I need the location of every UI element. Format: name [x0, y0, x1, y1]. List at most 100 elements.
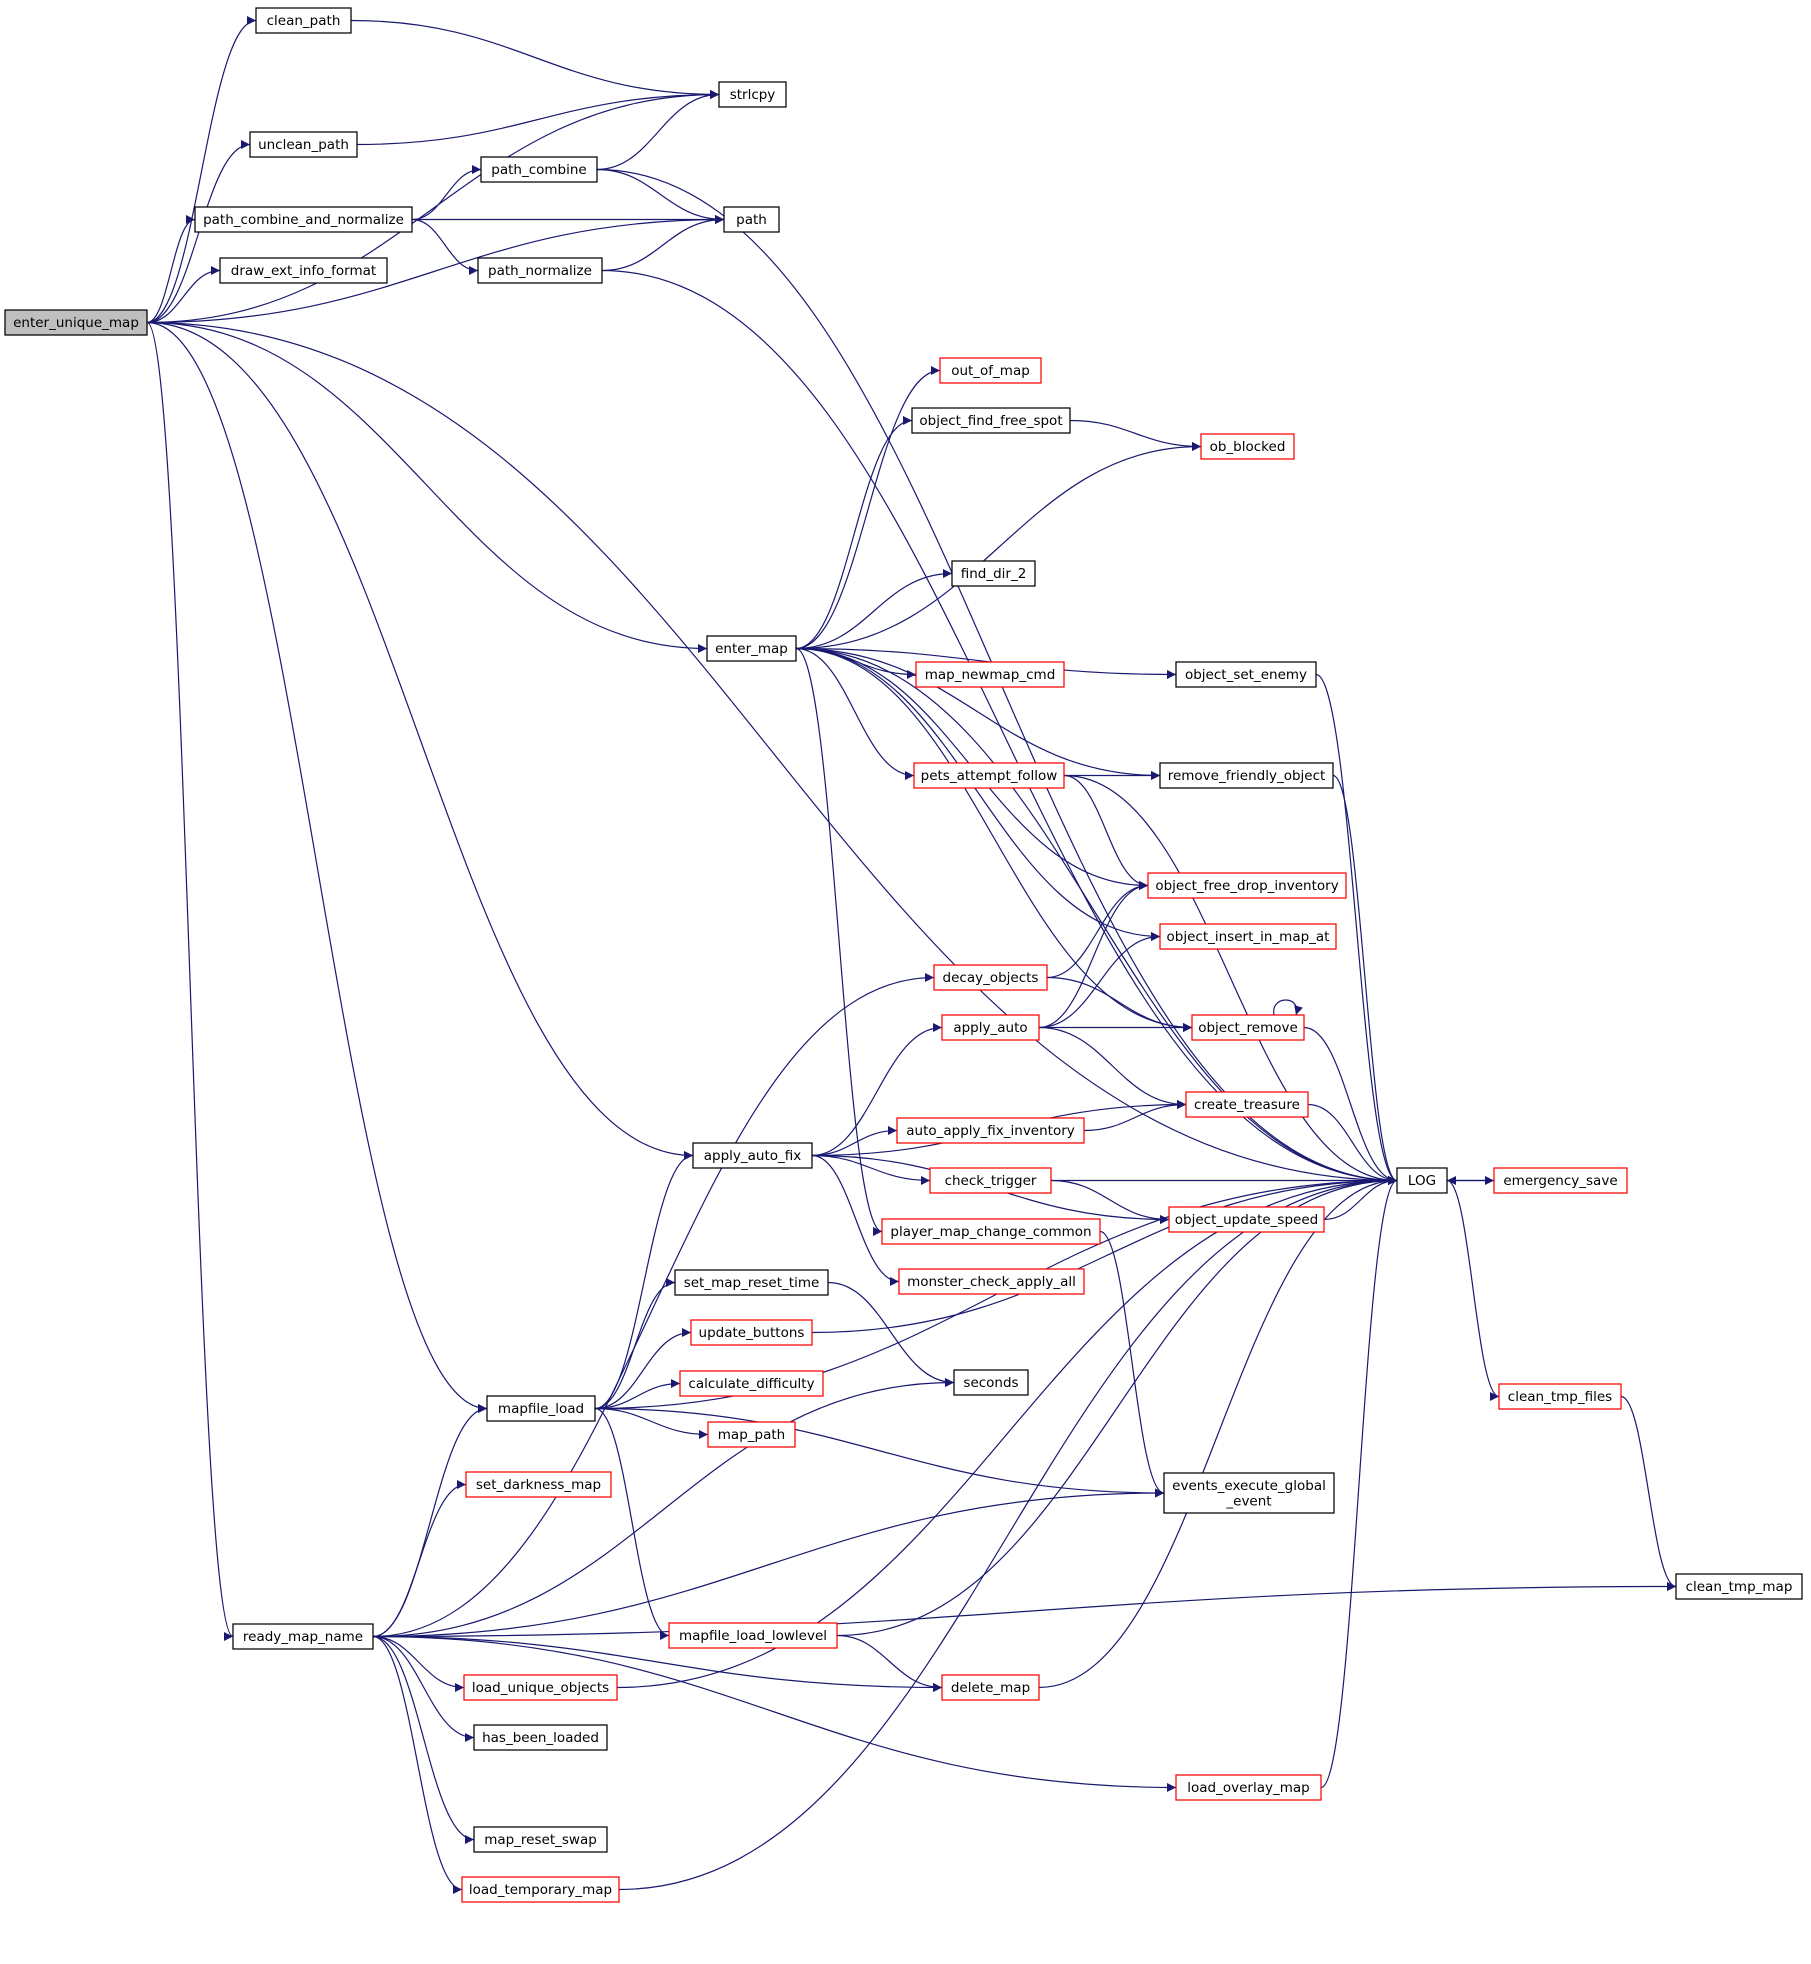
node-label: clean_tmp_files	[1508, 1389, 1612, 1405]
node-has_been_loaded[interactable]: has_been_loaded	[473, 1724, 608, 1751]
node-label: set_darkness_map	[476, 1477, 601, 1493]
node-object_free_drop_inventory[interactable]: object_free_drop_inventory	[1147, 872, 1347, 899]
node-label: object_remove	[1198, 1020, 1298, 1036]
node-player_map_change_common[interactable]: player_map_change_common	[881, 1218, 1101, 1245]
node-mapfile_load_lowlevel[interactable]: mapfile_load_lowlevel	[668, 1622, 838, 1649]
node-apply_auto_fix[interactable]: apply_auto_fix	[692, 1142, 813, 1169]
node-monster_check_apply_all[interactable]: monster_check_apply_all	[898, 1268, 1085, 1295]
node-find_dir_2[interactable]: find_dir_2	[951, 560, 1036, 587]
node-events_execute_global_event[interactable]: events_execute_global_event	[1163, 1472, 1335, 1514]
node-object_set_enemy[interactable]: object_set_enemy	[1175, 661, 1317, 688]
node-label: load_unique_objects	[472, 1680, 609, 1696]
node-set_darkness_map[interactable]: set_darkness_map	[465, 1471, 612, 1498]
node-box	[1191, 1014, 1305, 1041]
node-label: object_find_free_spot	[919, 413, 1062, 429]
call-edge-auto_apply_fix_inventory-to-create_treasure	[1083, 1100, 1187, 1132]
node-label: draw_ext_info_format	[231, 263, 376, 279]
call-edge-update_buttons-to-LOG	[811, 1176, 1398, 1334]
call-edge-enter_unique_map-to-mapfile_load	[146, 321, 488, 1413]
node-strlcpy[interactable]: strlcpy	[718, 81, 787, 108]
node-out_of_map[interactable]: out_of_map	[939, 357, 1042, 384]
call-edge-pets_attempt_follow-to-LOG	[1063, 774, 1398, 1185]
node-path_normalize[interactable]: path_normalize	[477, 257, 603, 284]
node-path_combine[interactable]: path_combine	[480, 156, 598, 183]
node-check_trigger[interactable]: check_trigger	[929, 1167, 1052, 1194]
call-edge-enter_map-to-object_remove	[795, 647, 1193, 1032]
call-edge-ready_map_name-to-delete_map	[372, 1635, 943, 1692]
call-edge-path_normalize-to-path	[601, 215, 725, 272]
node-box	[1200, 433, 1295, 460]
call-edge-apply_auto-to-object_insert_in_map_at	[1038, 932, 1161, 1029]
node-path_combine_and_normalize[interactable]: path_combine_and_normalize	[194, 206, 413, 233]
node-map_newmap_cmd[interactable]: map_newmap_cmd	[915, 661, 1065, 688]
call-edge-ready_map_name-to-mapfile_load	[372, 1404, 488, 1638]
node-box	[929, 1167, 1052, 1194]
node-box	[1185, 1091, 1309, 1118]
node-label: clean_path	[267, 13, 341, 29]
node-set_map_reset_time[interactable]: set_map_reset_time	[674, 1269, 829, 1296]
node-object_remove[interactable]: object_remove	[1191, 1014, 1305, 1041]
node-clean_tmp_files[interactable]: clean_tmp_files	[1498, 1383, 1622, 1410]
call-edge-clean_tmp_files-to-clean_tmp_map	[1620, 1395, 1677, 1591]
node-box	[1175, 1774, 1322, 1801]
edges-layer	[146, 16, 1677, 1894]
node-emergency_save[interactable]: emergency_save	[1493, 1167, 1628, 1194]
node-draw_ext_info_format[interactable]: draw_ext_info_format	[219, 257, 388, 284]
node-box	[4, 309, 148, 336]
call-edge-mapfile_load-to-calculate_difficulty	[594, 1379, 681, 1410]
node-label: enter_unique_map	[13, 315, 139, 331]
node-load_overlay_map[interactable]: load_overlay_map	[1175, 1774, 1322, 1801]
node-object_find_free_spot[interactable]: object_find_free_spot	[911, 407, 1071, 434]
node-enter_unique_map[interactable]: enter_unique_map	[4, 309, 148, 336]
call-edge-path_combine_and_normalize-to-path_normalize	[411, 218, 479, 275]
node-label: object_update_speed	[1175, 1212, 1318, 1228]
node-label: check_trigger	[945, 1173, 1037, 1189]
node-mapfile_load[interactable]: mapfile_load	[486, 1395, 596, 1422]
call-edge-enter_map-to-player_map_change_common	[795, 647, 883, 1236]
node-clean_path[interactable]: clean_path	[255, 7, 352, 34]
node-label: remove_friendly_object	[1168, 768, 1326, 784]
node-label: object_set_enemy	[1185, 667, 1307, 683]
node-box	[461, 1876, 620, 1903]
node-update_buttons[interactable]: update_buttons	[690, 1319, 813, 1346]
node-clean_tmp_map[interactable]: clean_tmp_map	[1675, 1573, 1803, 1600]
node-apply_auto[interactable]: apply_auto	[941, 1014, 1040, 1041]
node-decay_objects[interactable]: decay_objects	[933, 964, 1048, 991]
node-path[interactable]: path	[723, 206, 780, 233]
node-ready_map_name[interactable]: ready_map_name	[232, 1623, 374, 1650]
call-edge-clean_path-to-strlcpy	[350, 19, 720, 99]
node-unclean_path[interactable]: unclean_path	[249, 131, 358, 158]
node-create_treasure[interactable]: create_treasure	[1185, 1091, 1309, 1118]
call-edge-enter_map-to-object_insert_in_map_at	[795, 647, 1161, 941]
node-remove_friendly_object[interactable]: remove_friendly_object	[1159, 762, 1334, 789]
node-object_update_speed[interactable]: object_update_speed	[1168, 1206, 1325, 1233]
node-load_temporary_map[interactable]: load_temporary_map	[461, 1876, 620, 1903]
node-load_unique_objects[interactable]: load_unique_objects	[463, 1674, 618, 1701]
node-auto_apply_fix_inventory[interactable]: auto_apply_fix_inventory	[896, 1117, 1085, 1144]
node-seconds[interactable]: seconds	[953, 1369, 1029, 1396]
node-ob_blocked[interactable]: ob_blocked	[1200, 433, 1295, 460]
node-enter_map[interactable]: enter_map	[706, 635, 797, 662]
call-edge-set_map_reset_time-to-seconds	[827, 1281, 955, 1387]
node-box	[881, 1218, 1101, 1245]
node-box	[1168, 1206, 1325, 1233]
node-LOG[interactable]: LOG	[1396, 1167, 1448, 1194]
node-delete_map[interactable]: delete_map	[941, 1674, 1040, 1701]
node-map_reset_swap[interactable]: map_reset_swap	[473, 1826, 608, 1853]
node-label: emergency_save	[1503, 1173, 1617, 1189]
node-label: set_map_reset_time	[684, 1275, 820, 1291]
call-edge-mapfile_load_lowlevel-to-delete_map	[836, 1634, 943, 1692]
node-box	[692, 1142, 813, 1169]
node-map_path[interactable]: map_path	[707, 1421, 796, 1448]
node-label: map_newmap_cmd	[925, 667, 1056, 683]
node-calculate_difficulty[interactable]: calculate_difficulty	[679, 1370, 824, 1397]
node-label: apply_auto	[953, 1020, 1027, 1036]
node-label: load_temporary_map	[469, 1882, 612, 1898]
call-edge-enter_unique_map-to-clean_path	[146, 16, 257, 324]
node-label: events_execute_global	[1172, 1478, 1326, 1494]
call-edge-ready_map_name-to-load_unique_objects	[372, 1635, 465, 1692]
node-box	[1675, 1573, 1803, 1600]
node-pets_attempt_follow[interactable]: pets_attempt_follow	[913, 762, 1065, 789]
node-object_insert_in_map_at[interactable]: object_insert_in_map_at	[1159, 923, 1337, 950]
